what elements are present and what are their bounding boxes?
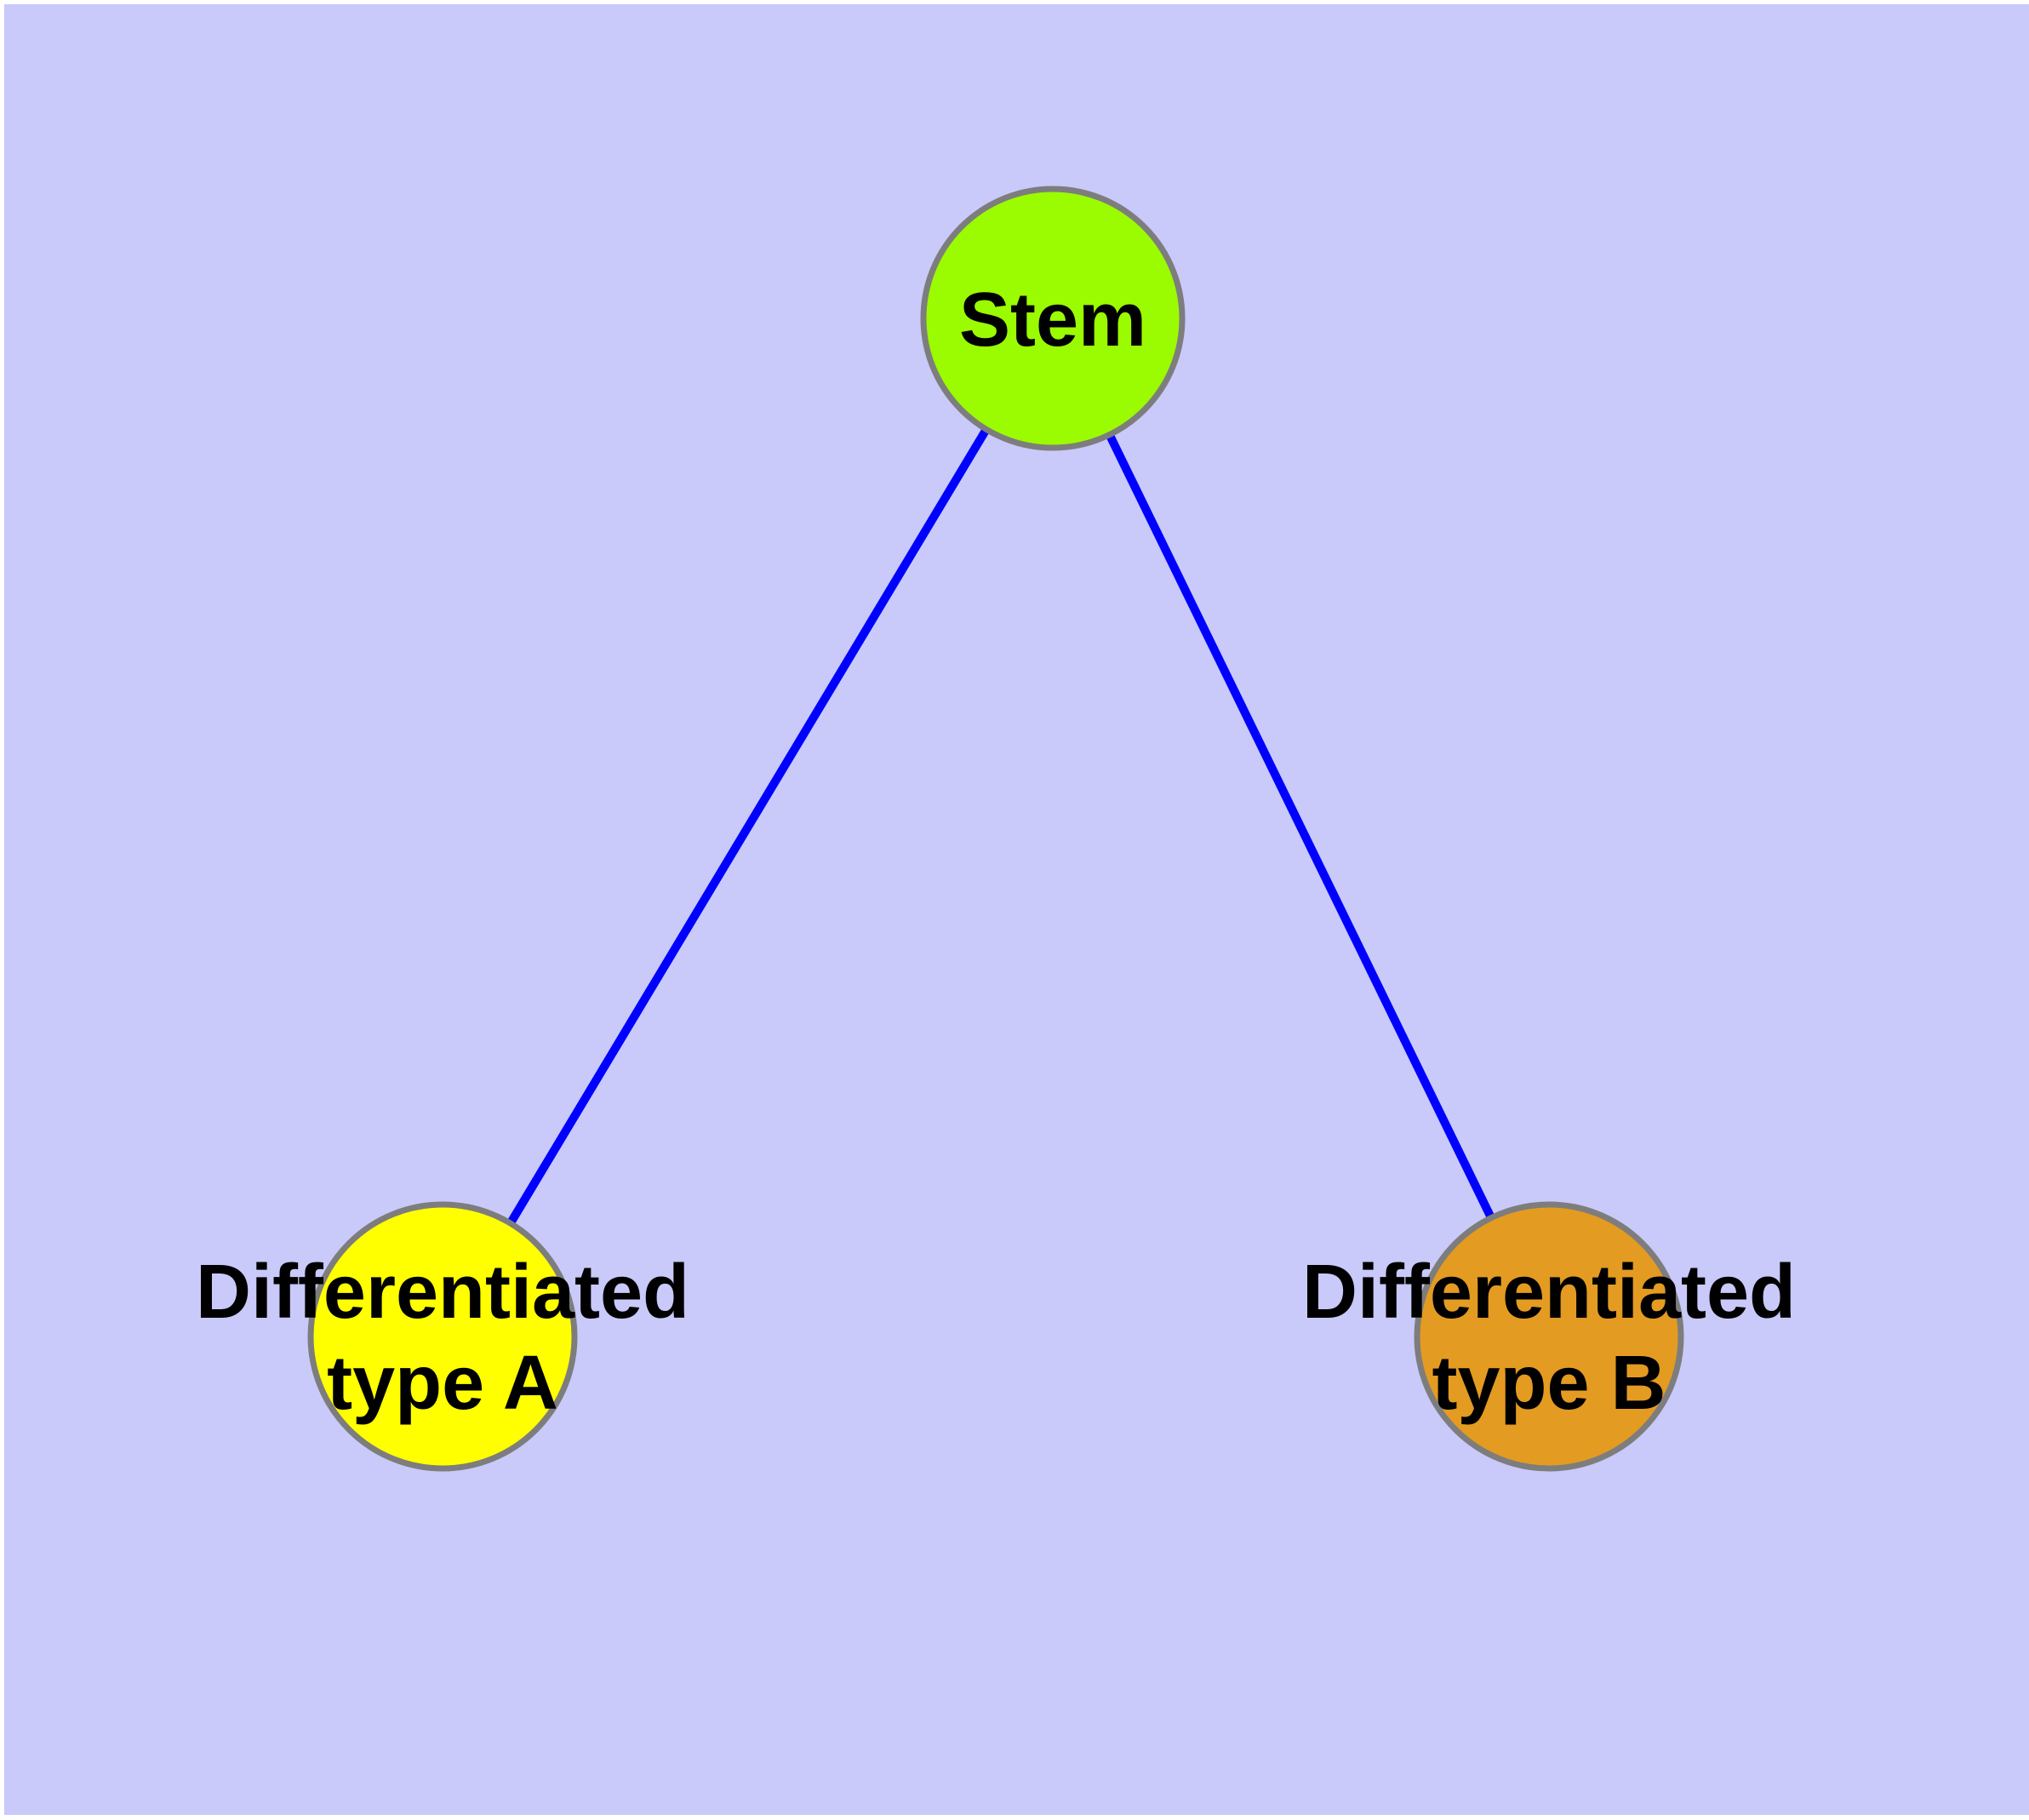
node-type-a-label-line2: type A xyxy=(327,1341,558,1426)
node-type-a-label-line1: Differentiated xyxy=(196,1250,689,1335)
edge-stem-to-type-a xyxy=(438,316,1057,1339)
node-type-b-label-line2: type B xyxy=(1432,1341,1666,1426)
node-type-b-label-line1: Differentiated xyxy=(1302,1250,1796,1335)
node-differentiated-type-b xyxy=(1414,1201,1684,1472)
edge-stem-to-type-b xyxy=(1049,316,1553,1339)
node-stem xyxy=(920,186,1186,451)
node-stem-label: Stem xyxy=(959,278,1146,363)
node-differentiated-type-a xyxy=(307,1201,578,1472)
